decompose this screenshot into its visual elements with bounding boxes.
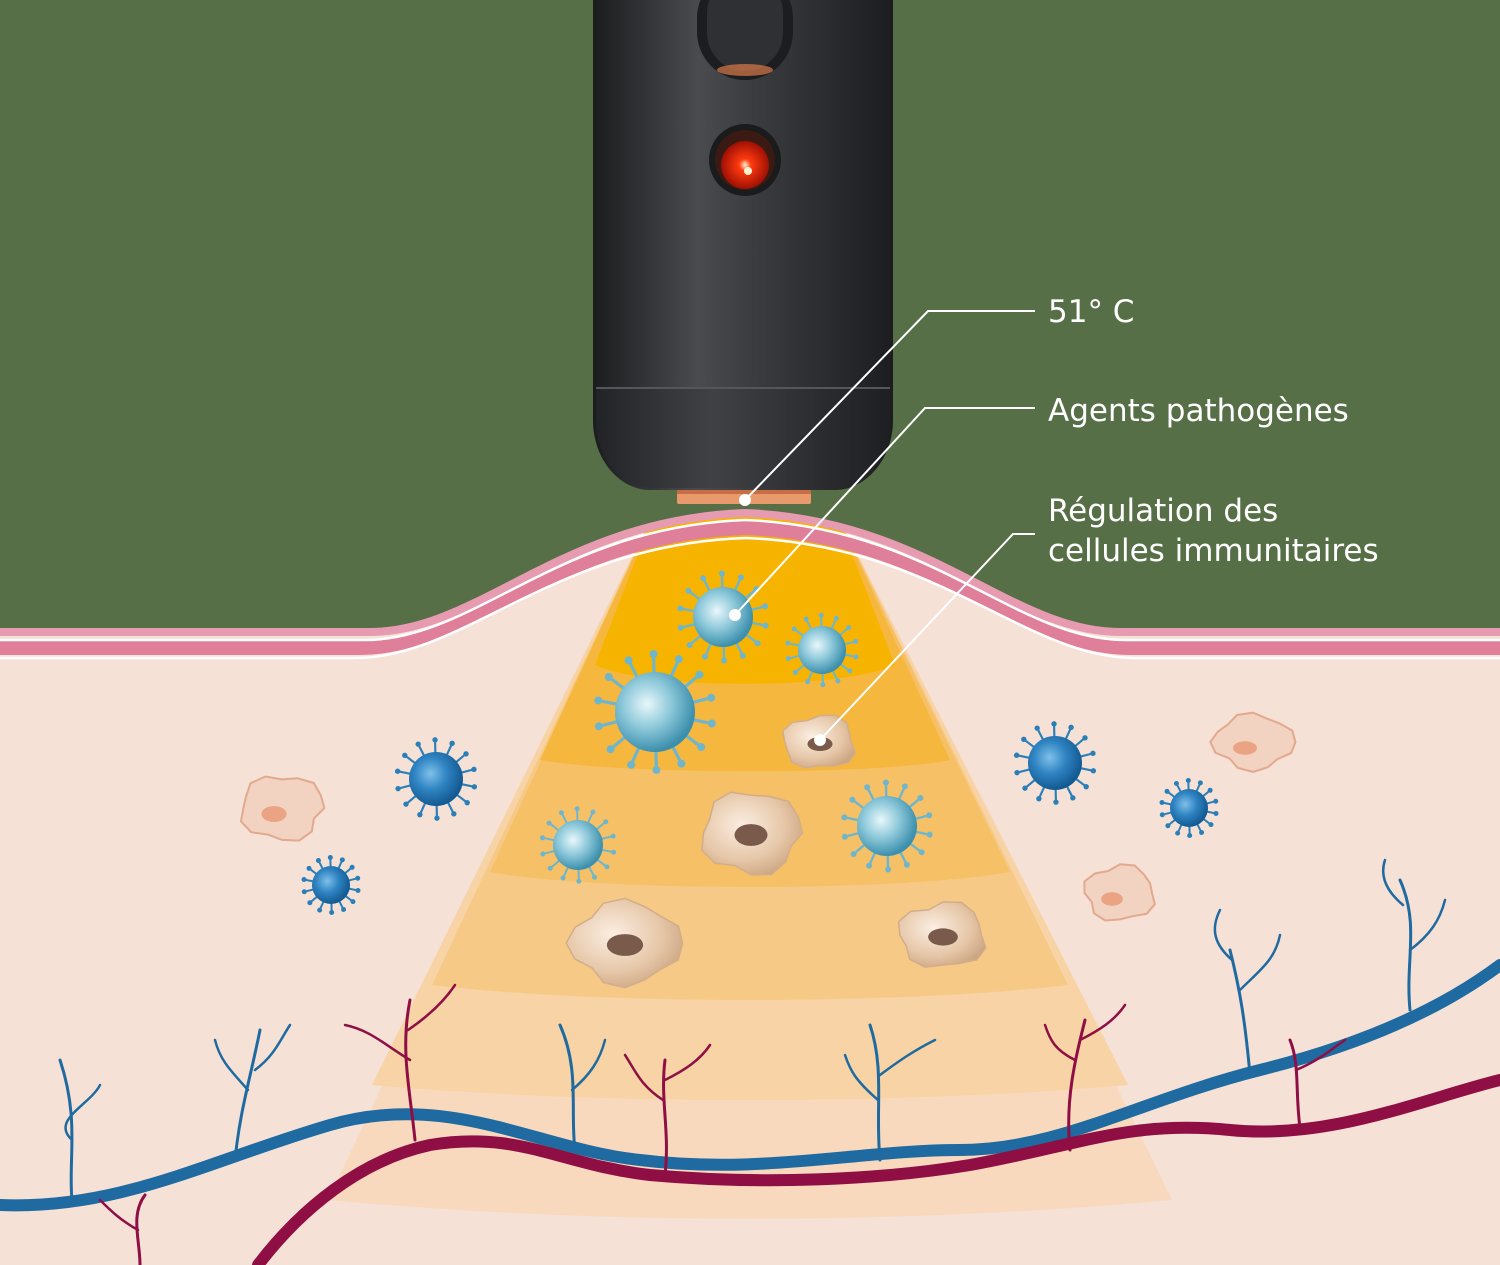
device-icon: [593, 0, 893, 504]
immune-cell-icon: [701, 791, 804, 876]
immune-cell-icon: [565, 897, 684, 989]
virus-icon: [394, 737, 478, 821]
virus-icon: [677, 570, 769, 664]
callout-line-immune: [819, 533, 1035, 741]
callout-line-temperature: [744, 310, 1035, 501]
virus-icon: [301, 854, 361, 916]
immune-cell-icon: [1083, 863, 1156, 922]
immune-cell-icon: [1209, 711, 1297, 773]
callout-dot-temperature: [739, 494, 751, 506]
label-immune-regulation: Régulation des cellules immunitaires: [1048, 491, 1379, 571]
callout-dot-immune: [814, 734, 826, 746]
label-immune-line-2: cellules immunitaires: [1048, 533, 1379, 569]
pathogens: [301, 570, 1219, 916]
callout-dot-pathogens: [729, 609, 741, 621]
virus-icon: [1013, 721, 1097, 805]
callout-lines: [734, 310, 1035, 741]
immune-cells: [239, 711, 1297, 989]
virus-icon: [539, 806, 617, 884]
label-temperature: 51° C: [1048, 294, 1135, 330]
indicator-light-icon: [709, 124, 781, 196]
label-immune-line-1: Régulation des: [1048, 493, 1279, 529]
virus-icon: [785, 612, 859, 688]
immune-cell-icon: [239, 775, 326, 842]
blood-vessel-icon: [0, 858, 1500, 1265]
skin-surface-layers: [0, 508, 1500, 660]
virus-icon: [841, 779, 933, 873]
immune-cell-icon: [897, 901, 987, 968]
callout-line-pathogens: [734, 407, 1035, 616]
label-pathogens: Agents pathogènes: [1048, 393, 1349, 429]
virus-icon: [1159, 777, 1219, 839]
virus-icon: [594, 650, 716, 774]
